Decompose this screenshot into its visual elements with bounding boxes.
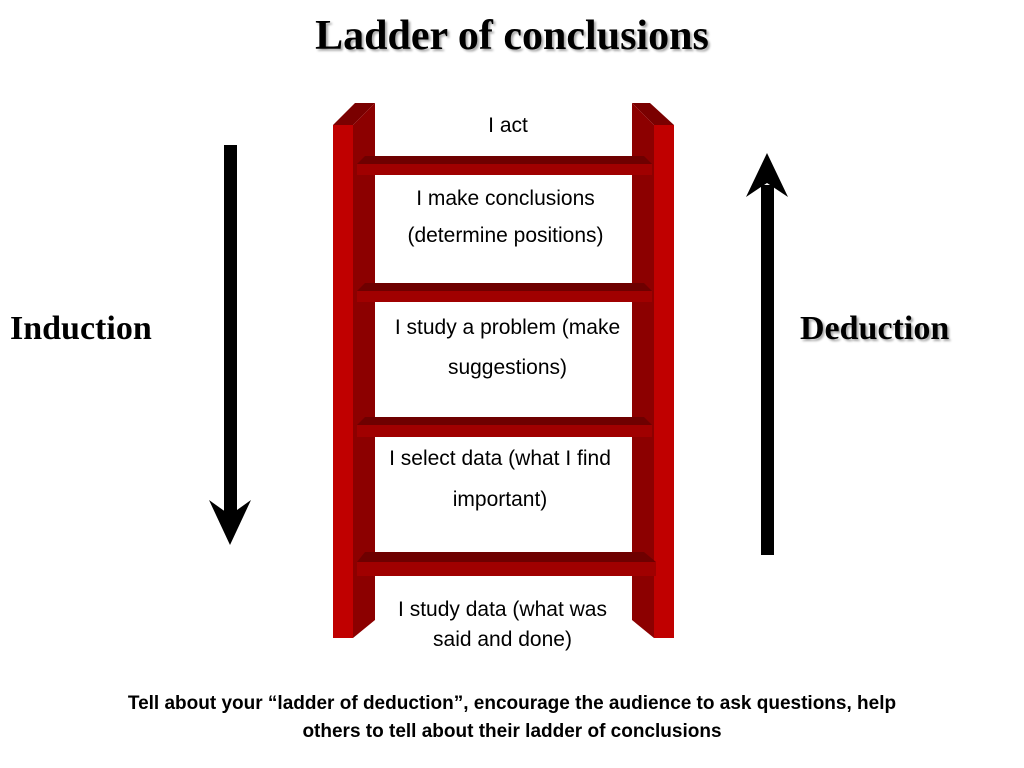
step-study-data: I study data (what was said and done) (398, 598, 607, 651)
step-make-conclusions: I make conclusions (determine positions) (407, 187, 604, 247)
step-select-data: I select data (what I find important) (389, 447, 611, 511)
footer-instruction: Tell about your “ladder of deduction”, e… (127, 693, 897, 742)
ladder-left-rail (333, 103, 375, 638)
induction-arrow-down-icon (209, 145, 251, 545)
step-study-problem: I study a problem (make suggestions) (394, 316, 621, 379)
deduction-label: Deduction (800, 310, 950, 347)
ladder-rung (357, 417, 652, 437)
ladder-rung (357, 283, 652, 302)
ladder-rung (357, 552, 656, 576)
deduction-arrow-up-icon (746, 153, 788, 555)
ladder-right-rail (632, 103, 674, 638)
step-act: I act (488, 114, 528, 137)
induction-label: Induction (10, 310, 152, 347)
page-title: Ladder of conclusions (315, 13, 709, 59)
ladder-rung (357, 156, 652, 175)
